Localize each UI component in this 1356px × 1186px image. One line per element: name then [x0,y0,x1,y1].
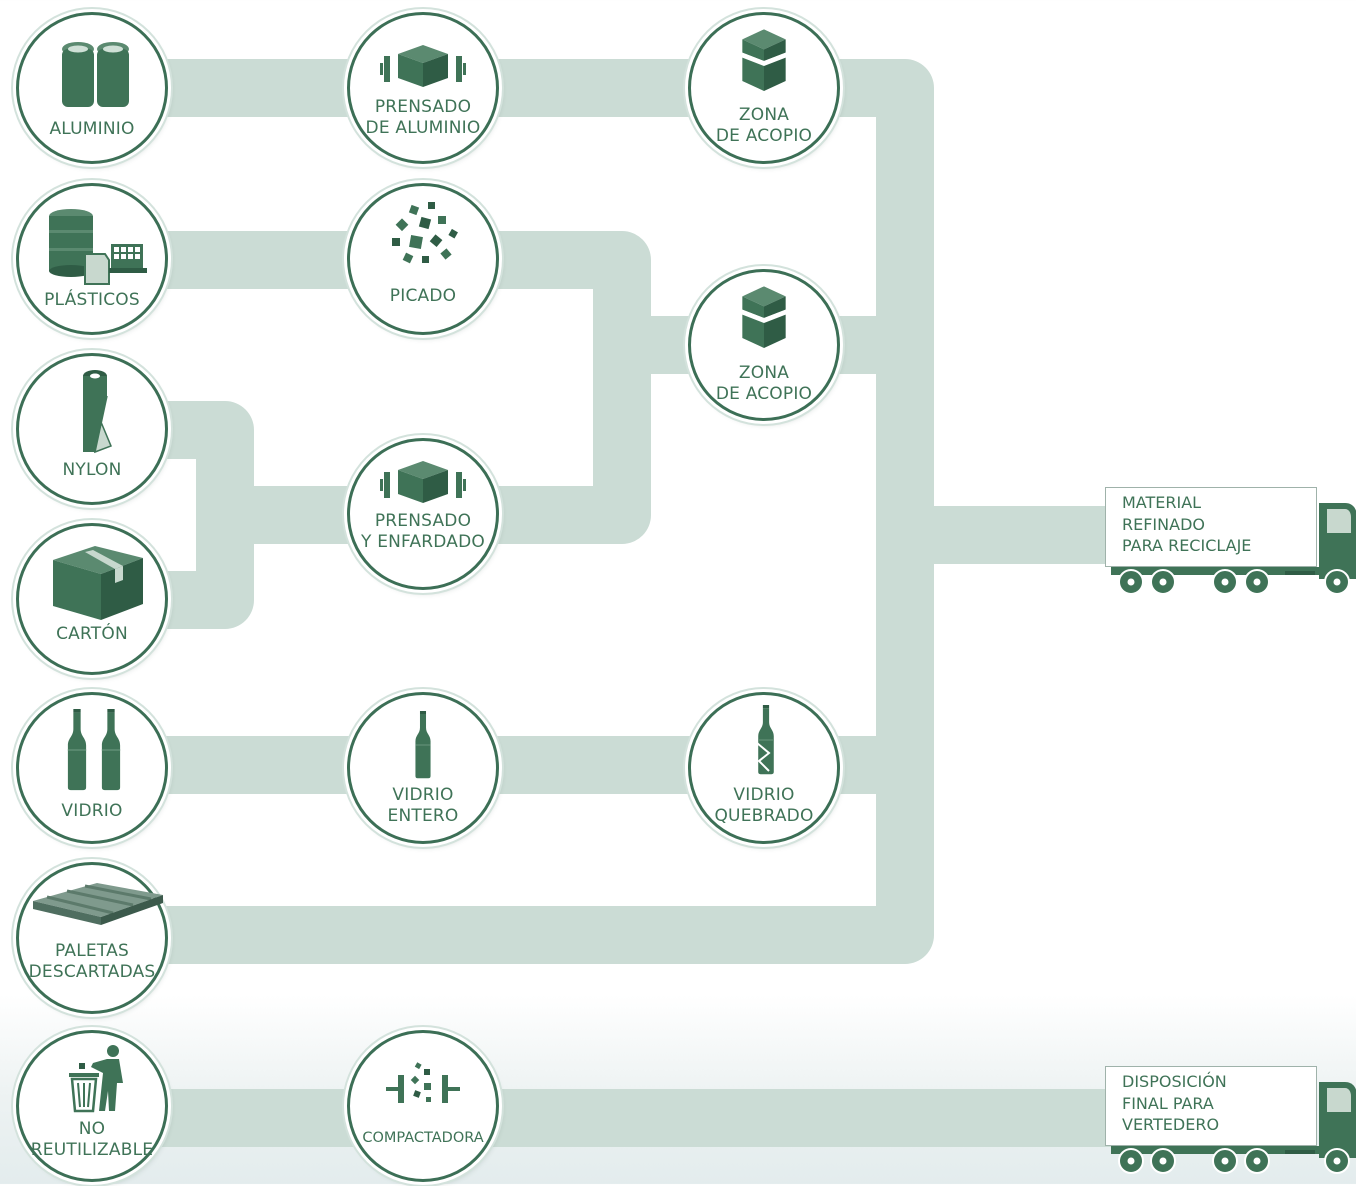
shredded-pieces-icon [392,202,458,264]
truck-vertedero: DISPOSICIÓN FINAL PARA VERTEDERO [1105,1066,1356,1186]
label-line-2: REUTILIZABLE [30,1140,154,1160]
label-line-2: DE ACOPIO [715,126,813,146]
broken-bottle-icon [756,705,774,775]
label-vidrio-quebrado: VIDRIO QUEBRADO [685,785,843,827]
truck-label-vertedero: DISPOSICIÓN FINAL PARA VERTEDERO [1122,1071,1227,1136]
node-plasticos: PLÁSTICOS [16,183,168,335]
node-vidrio-quebrado: VIDRIO QUEBRADO [688,692,840,844]
label-vidrio-entero: VIDRIO ENTERO [344,785,502,827]
node-zona-acopio-2: ZONA DE ACOPIO [688,269,840,421]
label-line-2: ENTERO [387,806,459,826]
label-picado: PICADO [389,286,457,306]
label-prensado-enfardado: PRENSADO Y ENFARDADO [344,511,502,553]
label-line-1: PRENSADO [374,97,472,117]
trash-bin-person-icon [69,1045,123,1113]
label-line-1: PRENSADO [374,511,472,531]
label-line-2: DESCARTADAS [28,962,156,982]
press-icon [380,45,466,87]
label-line-3: PARA RECICLAJE [1122,536,1252,555]
node-vidrio: VIDRIO [16,692,168,844]
pipe-paletas-line [150,535,934,964]
pipe-aluminio-line [150,59,1150,564]
node-aluminio: ALUMINIO [16,12,168,164]
label-line-2: DE ALUMINIO [365,118,481,138]
truck-cargo-box: MATERIAL REFINADO PARA RECICLAJE [1105,487,1317,567]
label-line-2: FINAL PARA [1122,1093,1214,1113]
truck-icon [1111,503,1356,595]
label-line-2: Y ENFARDADO [361,532,485,552]
label-line-1: MATERIAL [1122,493,1202,512]
node-paletas: PALETAS DESCARTADAS [16,862,168,1014]
label-line-1: PALETAS [55,941,129,961]
nylon-roll-icon [83,370,112,454]
node-prensado-aluminio: PRENSADO DE ALUMINIO [347,12,499,164]
label-no-reutilizable: NO REUTILIZABLE [13,1119,171,1161]
label-vidrio: VIDRIO [61,801,123,821]
label-paletas: PALETAS DESCARTADAS [13,941,171,983]
label-zona-acopio-1: ZONA DE ACOPIO [685,105,843,147]
label-prensado-aluminio: PRENSADO DE ALUMINIO [344,97,502,139]
label-line-1: NO [78,1119,106,1139]
label-line-1: ZONA [738,105,790,125]
truck-label-reciclaje: MATERIAL REFINADO PARA RECICLAJE [1122,492,1251,557]
label-line-1: VIDRIO [733,785,795,805]
truck-reciclaje: MATERIAL REFINADO PARA RECICLAJE [1105,487,1356,607]
label-line-1: DISPOSICIÓN [1122,1072,1227,1091]
label-line-3: VERTEDERO [1122,1115,1220,1134]
node-prensado-enfardado: PRENSADO Y ENFARDADO [347,438,499,590]
label-line-1: ZONA [738,363,790,383]
cans-icon [62,42,129,107]
label-zona-acopio-2: ZONA DE ACOPIO [685,363,843,405]
node-carton: CARTÓN [16,523,168,675]
node-nylon: NYLON [16,353,168,505]
node-vidrio-entero: VIDRIO ENTERO [347,692,499,844]
node-no-reutilizable: NO REUTILIZABLE [16,1030,168,1182]
label-aluminio: ALUMINIO [49,119,135,139]
pallet-icon [33,883,163,925]
label-line-2: DE ACOPIO [715,384,813,404]
label-carton: CARTÓN [56,624,128,644]
truck-icon [1111,1082,1356,1174]
truck-cargo-box: DISPOSICIÓN FINAL PARA VERTEDERO [1105,1066,1317,1146]
label-line-1: VIDRIO [392,785,454,805]
label-nylon: NYLON [62,460,122,480]
cardboard-box-icon [53,546,143,620]
compactor-icon [386,1062,460,1103]
label-plasticos: PLÁSTICOS [44,290,140,310]
label-compactadora: COMPACTADORA [362,1130,484,1146]
plastic-containers-icon [49,209,147,285]
node-picado: PICADO [347,183,499,335]
label-line-2: REFINADO [1122,514,1205,534]
node-zona-acopio-1: ZONA DE ACOPIO [688,12,840,164]
node-compactadora: COMPACTADORA [347,1030,499,1182]
label-line-2: QUEBRADO [714,806,814,826]
